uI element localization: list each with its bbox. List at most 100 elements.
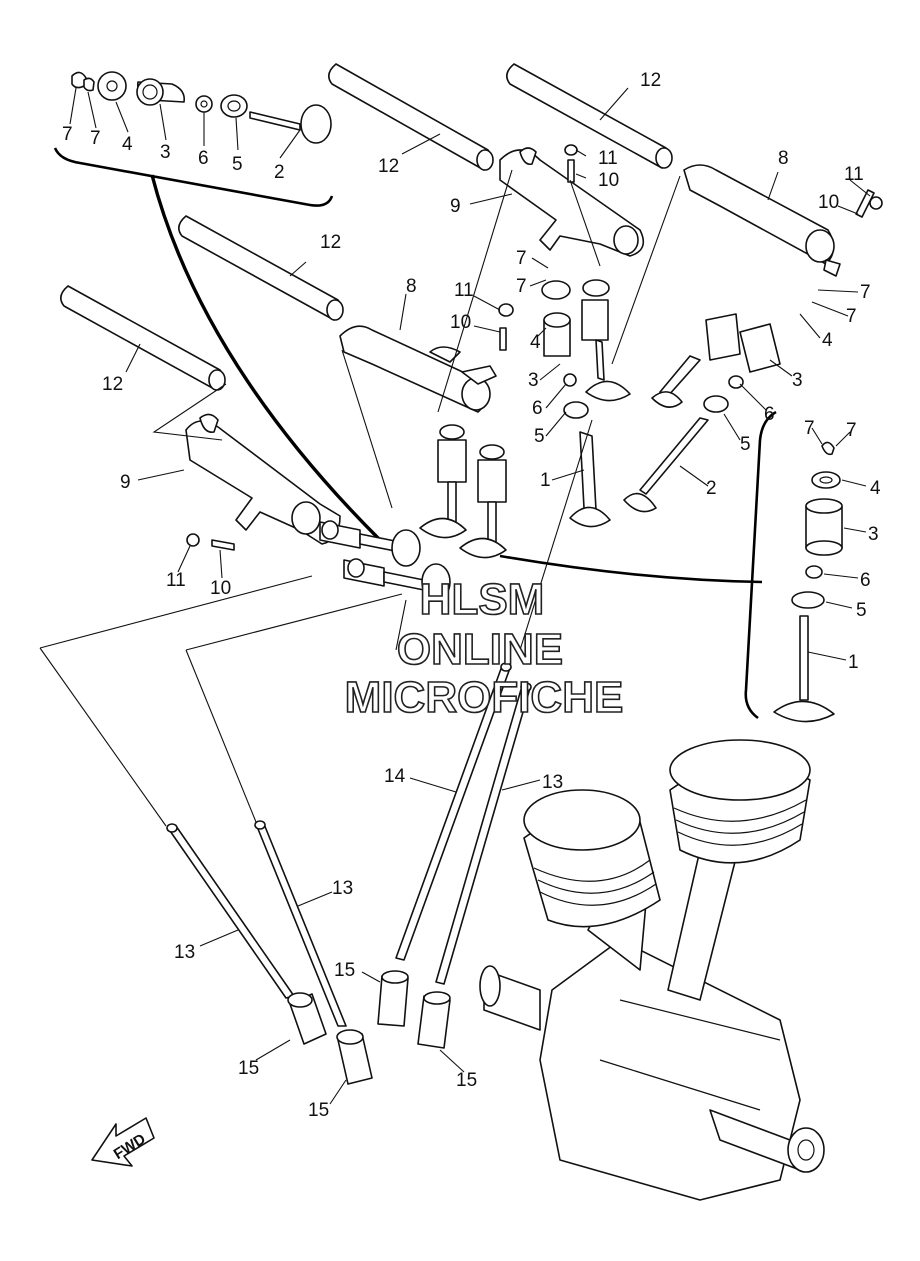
- watermark-line-2: ONLINE: [397, 625, 563, 674]
- valve-lifter-b: [336, 1029, 373, 1085]
- callout-label: 7: [846, 306, 857, 327]
- callout-label: 9: [120, 472, 131, 493]
- callout-label: 6: [532, 398, 543, 419]
- callout-label: 15: [334, 960, 355, 981]
- rocker-shaft-top-center: [328, 63, 494, 171]
- callout-label: 10: [210, 578, 231, 599]
- spring-seat-top-left: [220, 94, 248, 118]
- valve-assembly-b: [581, 279, 631, 402]
- valve-assembly-a: [541, 280, 611, 528]
- callout-label: 13: [332, 878, 353, 899]
- callout-label: 13: [174, 942, 195, 963]
- push-rod-center-right: [435, 682, 532, 985]
- callout-label: 5: [856, 600, 867, 621]
- adjust-screw-top-right: [855, 189, 883, 218]
- valve-lifter-a: [287, 992, 327, 1045]
- valve-seal-right: [805, 565, 823, 579]
- valve-spring-top-left: [136, 78, 186, 106]
- group-leader-right: [499, 554, 763, 584]
- callout-label: 3: [792, 370, 803, 391]
- callout-label: 7: [516, 248, 527, 269]
- callout-label: 12: [378, 156, 399, 177]
- callout-label: 14: [384, 766, 406, 787]
- callout-label: 10: [450, 312, 471, 333]
- group-bracket-right: [744, 410, 777, 720]
- rocker-shaft-mid-left: [178, 215, 344, 321]
- valve-right: [773, 615, 835, 723]
- watermark-line-3: MICROFICHE: [345, 673, 624, 722]
- callout-label: 2: [274, 162, 285, 183]
- push-rod-center: [395, 662, 512, 961]
- callout-label: 3: [160, 142, 171, 163]
- dash-leaders: [39, 169, 681, 827]
- rocker-shaft-left: [60, 285, 226, 391]
- group-bracket-top-left: [53, 147, 334, 207]
- callout-label: 11: [454, 280, 474, 301]
- callout-label: 4: [870, 478, 881, 499]
- fwd-arrow-icon: FWD: [91, 1117, 155, 1167]
- retainer-right: [811, 471, 841, 489]
- callout-label: 4: [122, 134, 133, 155]
- callout-label: 6: [198, 148, 209, 169]
- callout-label: 15: [238, 1058, 259, 1079]
- rocker-arm-left: [185, 413, 341, 545]
- callout-label: 15: [308, 1100, 329, 1121]
- callout-label: 1: [848, 652, 859, 673]
- callout-label: 8: [406, 276, 417, 297]
- callout-label: 9: [450, 196, 461, 217]
- callout-label: 11: [598, 148, 618, 169]
- valve-lifter-d: [417, 991, 451, 1049]
- callout-label: 4: [822, 330, 833, 351]
- rocker-arm-top-right: [683, 164, 841, 277]
- valve-seal-top-left: [195, 95, 213, 113]
- callout-label: 12: [102, 374, 123, 395]
- callout-label: 7: [516, 276, 527, 297]
- piston-right: [669, 739, 811, 864]
- callout-label: 3: [868, 524, 879, 545]
- valve-keepers-right: [821, 441, 835, 456]
- callout-label: 7: [62, 124, 73, 145]
- callout-label: 15: [456, 1070, 477, 1091]
- callout-label: 7: [90, 128, 101, 149]
- rocker-shaft-top-right: [506, 63, 673, 169]
- exhaust-valve-top-left: [249, 104, 332, 144]
- callout-label: 5: [740, 434, 751, 455]
- callout-label: 11: [166, 570, 186, 591]
- watermark-line-1: HLSM: [420, 575, 545, 624]
- valve-assembly-d: [419, 424, 507, 559]
- push-rod-center-left: [254, 820, 347, 1027]
- callout-label: 13: [542, 772, 563, 793]
- callout-label: 5: [232, 154, 243, 175]
- valve-lifter-c: [377, 970, 409, 1027]
- callout-label: 7: [846, 420, 857, 441]
- group-leader-top-left: [150, 174, 382, 542]
- callout-label: 12: [320, 232, 341, 253]
- valve-spring-right: [805, 498, 843, 556]
- valve-spring-retainer-top-left: [97, 71, 127, 101]
- callout-label: 11: [844, 164, 864, 185]
- rocker-arm-mid: [339, 325, 497, 413]
- adjust-screw-top: [564, 144, 578, 183]
- callout-label: 12: [640, 70, 661, 91]
- callout-label: 6: [860, 570, 871, 591]
- callout-label: 10: [818, 192, 839, 213]
- callout-label: 4: [530, 332, 541, 353]
- callout-label: 2: [706, 478, 717, 499]
- watermark: HLSM ONLINE MICROFICHE: [344, 574, 624, 723]
- valve-assembly-e: [319, 520, 451, 601]
- piston-left: [523, 789, 661, 928]
- callout-label: 10: [598, 170, 619, 191]
- callout-label: 1: [540, 470, 551, 491]
- spring-seat-right: [791, 591, 825, 609]
- crankshaft-assembly: [479, 841, 825, 1201]
- rocker-arm-top-center: [499, 147, 645, 257]
- callout-label: 8: [778, 148, 789, 169]
- callout-label: 7: [860, 282, 871, 303]
- adjust-screw-left: [186, 533, 235, 551]
- adjust-screw-mid: [498, 303, 514, 351]
- callout-label: 3: [528, 370, 539, 391]
- callout-label: 6: [764, 404, 775, 425]
- callout-labels: 7 7 4 3 6 5 2 12 12 12 12 11 10 9 8 11 1…: [62, 70, 881, 1121]
